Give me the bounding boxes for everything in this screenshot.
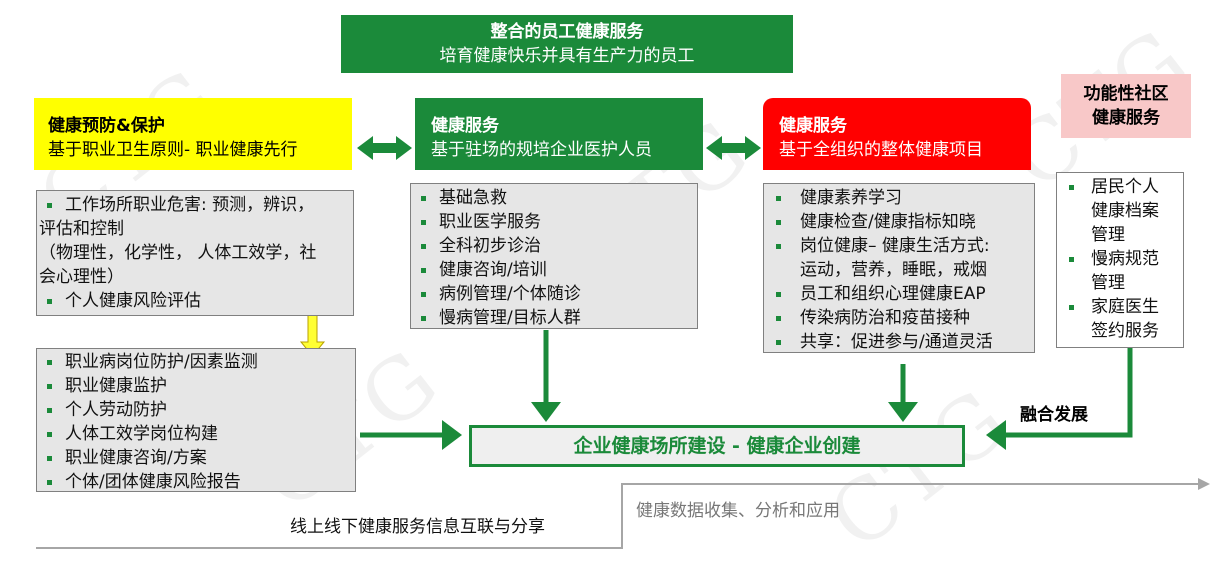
list-item: 全科初步诊治 — [411, 234, 697, 258]
list-item: 工作场所职业危害: 预测，辨识， — [37, 193, 353, 217]
list-item: 人体工效学岗位构建 — [37, 422, 355, 446]
list-item-text: 健康素养学习 — [800, 188, 902, 208]
list-item: 岗位健康– 健康生活方式: — [764, 234, 1034, 258]
list-item: 员工和组织心理健康EAP — [764, 282, 1034, 306]
occupational-list: 职业病岗位防护/因素监测 职业健康监护 个人劳动防护 人体工效学岗位构建 职业健… — [36, 348, 356, 492]
list-item-continuation: 管理 — [1091, 273, 1125, 293]
list-item-continuation: 会心理性） — [39, 267, 124, 287]
list-item-text: 居民个人 — [1091, 177, 1159, 197]
list-item: 病例管理/个体随诊 — [411, 282, 697, 306]
list-item: 健康检查/健康指标知晓 — [764, 210, 1034, 234]
top-banner-title: 整合的员工健康服务 — [490, 22, 644, 42]
prevention-list: 工作场所职业危害: 预测，辨识， 评估和控制 （物理性，化学性， 人体工效学，社… — [36, 190, 354, 316]
community-list: 居民个人 健康档案 管理 慢病规范 管理 家庭医生 签约服务 — [1056, 172, 1184, 348]
prevention-header: 健康预防&保护 基于职业卫生原则- 职业健康先行 — [34, 98, 352, 170]
prevention-subtitle: 基于职业卫生原则- 职业健康先行 — [48, 140, 298, 160]
onsite-header: 健康服务 基于驻场的规培企业医护人员 — [415, 98, 703, 170]
double-arrow-left — [357, 136, 412, 160]
top-banner-subtitle: 培育健康快乐并具有生产力的员工 — [439, 46, 695, 66]
list-item: 慢病管理/目标人群 — [411, 306, 697, 330]
list-item: 职业医学服务 — [411, 210, 697, 234]
list-item: 个人健康风险评估 — [37, 289, 353, 313]
org-title: 健康服务 — [779, 116, 847, 136]
list-item: 个人劳动防护 — [37, 398, 355, 422]
top-banner: 整合的员工健康服务 培育健康快乐并具有生产力的员工 — [341, 15, 793, 73]
fusion-label: 融合发展 — [1020, 405, 1088, 425]
org-list: 健康素养学习 健康检查/健康指标知晓 岗位健康– 健康生活方式: 运动，营养，睡… — [763, 183, 1035, 353]
prevention-title: 健康预防&保护 — [48, 116, 165, 136]
arrow-community-to-goal — [986, 348, 1133, 450]
community-title-line1: 功能性社区 — [1083, 84, 1169, 104]
list-item-text: 慢病规范 — [1091, 249, 1159, 269]
list-item: 个体/团体健康风险报告 — [37, 470, 355, 494]
community-header: 功能性社区 健康服务 — [1061, 74, 1191, 138]
online-offline-label: 线上线下健康服务信息互联与分享 — [290, 517, 545, 537]
list-item: 共享：促进参与/通道灵活 — [764, 330, 1034, 354]
list-item-continuation: 评估和控制 — [39, 219, 124, 239]
step-line — [36, 483, 1198, 549]
list-item-text: 岗位健康– 健康生活方式: — [800, 236, 990, 256]
list-item-continuation: 管理 — [1091, 225, 1125, 245]
list-item: 职业健康监护 — [37, 374, 355, 398]
list-item: 职业病岗位防护/因素监测 — [37, 350, 355, 374]
list-item-text: 共享：促进参与/通道灵活 — [800, 332, 993, 352]
list-item: 健康素养学习 — [764, 186, 1034, 210]
list-item-text: 个人健康风险评估 — [65, 291, 201, 311]
list-item: 家庭医生 — [1057, 295, 1183, 319]
list-item-continuation: （物理性，化学性， 人体工效学，社 — [39, 243, 317, 263]
goal-text: 企业健康场所建设 - 健康企业创建 — [573, 435, 861, 457]
list-item-continuation: 健康档案 — [1091, 201, 1159, 221]
list-item-text: 传染病防治和疫苗接种 — [800, 308, 970, 328]
org-header: 健康服务 基于全组织的整体健康项目 — [763, 98, 1031, 170]
goal-box: 企业健康场所建设 - 健康企业创建 — [469, 425, 965, 467]
list-item-text: 健康检查/健康指标知晓 — [800, 212, 976, 232]
community-title-line2: 健康服务 — [1092, 108, 1160, 128]
onsite-subtitle: 基于驻场的规培企业医护人员 — [431, 140, 652, 160]
list-item: 居民个人 — [1057, 175, 1183, 199]
onsite-title: 健康服务 — [431, 116, 499, 136]
onsite-list: 基础急救 职业医学服务 全科初步诊治 健康咨询/培训 病例管理/个体随诊 慢病管… — [410, 183, 698, 329]
list-item-text: 员工和组织心理健康EAP — [800, 284, 986, 304]
org-subtitle: 基于全组织的整体健康项目 — [779, 140, 983, 160]
list-item-continuation: 签约服务 — [1091, 321, 1159, 341]
list-item: 基础急救 — [411, 186, 697, 210]
list-item: 职业健康咨询/方案 — [37, 446, 355, 470]
list-item: 慢病规范 — [1057, 247, 1183, 271]
step-line-arrowhead — [1198, 478, 1210, 490]
double-arrow-right — [706, 136, 761, 160]
list-item: 传染病防治和疫苗接种 — [764, 306, 1034, 330]
list-item-text: 家庭医生 — [1091, 297, 1159, 317]
list-item: 健康咨询/培训 — [411, 258, 697, 282]
list-item-continuation: 运动，营养，睡眠，戒烟 — [800, 260, 987, 280]
data-analysis-label: 健康数据收集、分析和应用 — [636, 501, 840, 521]
list-item-text: 工作场所职业危害: 预测，辨识， — [65, 195, 315, 215]
